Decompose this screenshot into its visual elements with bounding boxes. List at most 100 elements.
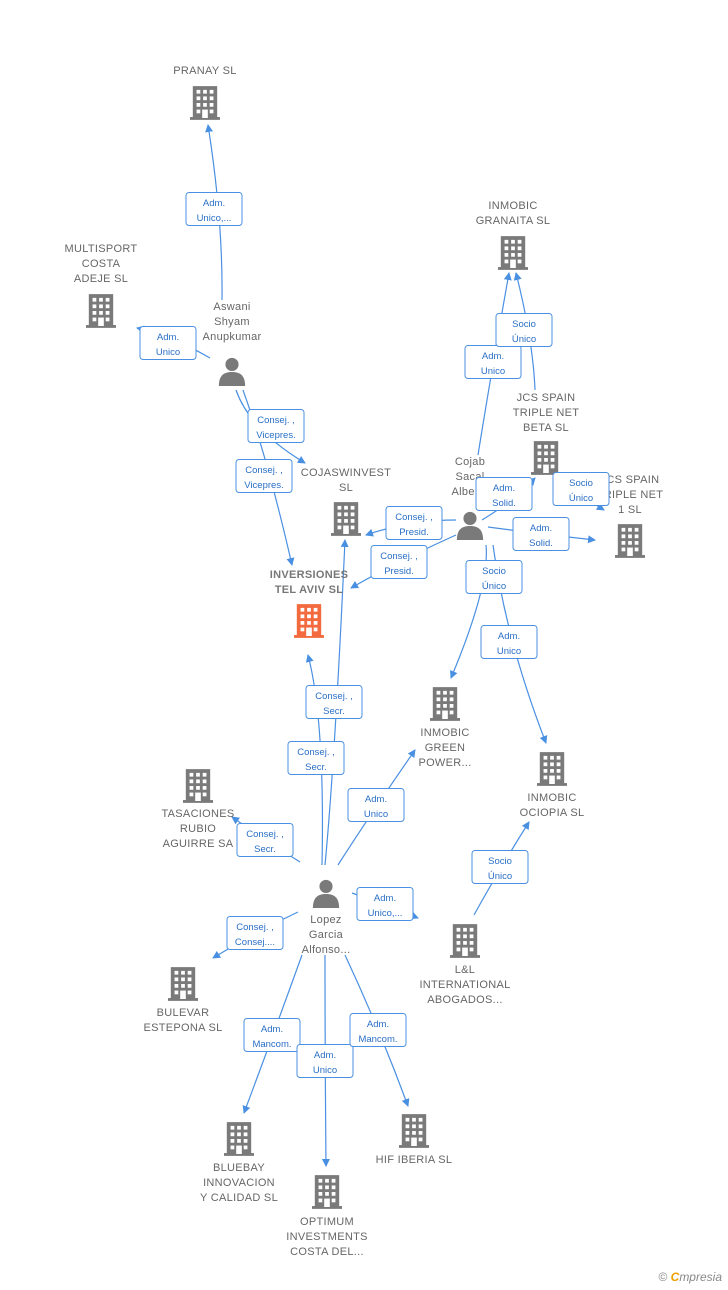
node-label-line: ESTEPONA SL: [143, 1022, 222, 1034]
relation-label-cojab-to-inmobic_ociopia[interactable]: Adm.Unico: [480, 625, 538, 659]
node-label: INMOBIC GREEN POWER...: [418, 727, 471, 769]
relation-text: Consej. ,: [315, 691, 353, 702]
building-icon: [531, 441, 561, 475]
relation-label-cojab-to-jcs_beta[interactable]: Adm.Solid.: [475, 477, 533, 511]
relation-text: Consej. ,: [245, 465, 283, 476]
node-label-line: Alfonso...: [302, 944, 351, 956]
relation-box: [247, 409, 305, 443]
relation-label-lopez-to-inmobic_green[interactable]: Adm.Unico: [347, 788, 405, 822]
relation-label-lopez-to-bulevar[interactable]: Consej. ,Consej....: [226, 916, 284, 950]
node-bulevar[interactable]: BULEVAR ESTEPONA SL: [143, 967, 222, 1034]
node-label-line: TRIPLE NET: [513, 407, 580, 419]
node-label-line: INMOBIC: [420, 727, 469, 739]
relation-text: Socio: [512, 319, 536, 330]
relation-text: Adm.: [261, 1024, 283, 1035]
relation-label-cojab-to-inversiones[interactable]: Consej. ,Presid.: [370, 545, 428, 579]
edge-lopez-to-inversiones: [305, 654, 324, 866]
relation-text: Adm.: [203, 198, 225, 209]
relation-text: Unico: [156, 347, 180, 358]
relation-label-aswani-to-inversiones[interactable]: Consej. ,Vicepres.: [235, 459, 293, 493]
edge-lopez-to-cojaswinvest: [324, 539, 349, 866]
node-label-line: BULEVAR: [157, 1007, 210, 1019]
building-icon: [331, 502, 361, 536]
relation-box: [552, 472, 610, 506]
relation-box: [370, 545, 428, 579]
relation-text: Unico: [364, 809, 388, 820]
relation-label-lopez-to-optimum[interactable]: Adm.Unico: [296, 1044, 354, 1078]
relation-text: Adm.: [498, 631, 520, 642]
node-pranay[interactable]: PRANAY SL: [173, 65, 236, 120]
relation-text: Adm.: [314, 1050, 336, 1061]
building-icon: [430, 687, 460, 721]
relation-box: [480, 625, 538, 659]
relation-label-lopez-to-cojaswinvest[interactable]: Consej. ,Secr.: [287, 741, 345, 775]
relation-text: Consej. ,: [246, 829, 284, 840]
relation-text: Adm.: [374, 893, 396, 904]
node-hif[interactable]: HIF IBERIA SL: [376, 1114, 453, 1166]
relation-label-cojab-to-inmobic_granaita[interactable]: Adm.Unico: [464, 345, 522, 379]
relation-box: [185, 192, 243, 226]
relation-text: Secr.: [254, 844, 276, 855]
building-icon: [537, 752, 567, 786]
relation-text: Unico: [481, 366, 505, 377]
relation-text: Socio: [569, 478, 593, 489]
node-label-line: GREEN: [425, 742, 466, 754]
relation-box: [495, 313, 553, 347]
relation-label-aswani-to-multisport[interactable]: Adm.Unico: [139, 326, 197, 360]
node-label-line: POWER...: [418, 757, 471, 769]
node-label-line: HIF IBERIA SL: [376, 1154, 453, 1166]
relation-box: [226, 916, 284, 950]
relation-label-lopez-to-tasaciones[interactable]: Consej. , Secr.: [236, 823, 294, 857]
node-label-line: Shyam: [214, 316, 250, 328]
building-icon: [615, 524, 645, 558]
relation-box: [287, 741, 345, 775]
relation-label-cojab-to-cojaswinvest[interactable]: Consej. ,Presid.: [385, 506, 443, 540]
node-label-line: GRANAITA SL: [476, 215, 551, 227]
relation-text: Secr.: [323, 706, 345, 717]
relation-label-aswani-to-cojaswinvest[interactable]: Consej. ,Vicepres.: [247, 409, 305, 443]
relation-text: Consej. ,: [236, 922, 274, 933]
relation-label-aswani-to-pranay[interactable]: Adm. Unico,...: [185, 192, 243, 226]
node-label-line: OCIOPIA SL: [520, 807, 585, 819]
building-icon: [183, 769, 213, 803]
person-icon: [218, 357, 246, 386]
relation-label-lopez-to-bluebay[interactable]: Adm.Mancom.: [243, 1018, 301, 1052]
relation-box: [236, 823, 294, 857]
relation-label-lopez-to-inversiones[interactable]: Consej. , Secr.: [305, 685, 363, 719]
relation-text: Unico,...: [197, 213, 232, 224]
relation-text: Presid.: [384, 566, 414, 577]
node-inmobic_green[interactable]: INMOBIC GREEN POWER...: [418, 687, 471, 769]
node-label-line: Aswani: [213, 301, 250, 313]
relation-text: Socio: [488, 856, 512, 867]
relation-box: [235, 459, 293, 493]
relation-label-lopez-to-hif[interactable]: Adm.Mancom.: [349, 1013, 407, 1047]
relation-label-lopez-to-ll_intl[interactable]: Adm.Unico,...: [356, 887, 414, 921]
brand-initial: C: [670, 1270, 680, 1284]
building-icon: [168, 967, 198, 1001]
relation-label-cojab-to-jcs_1[interactable]: Adm.Solid.: [512, 517, 570, 551]
node-label-line: COJASWINVEST: [301, 467, 391, 479]
